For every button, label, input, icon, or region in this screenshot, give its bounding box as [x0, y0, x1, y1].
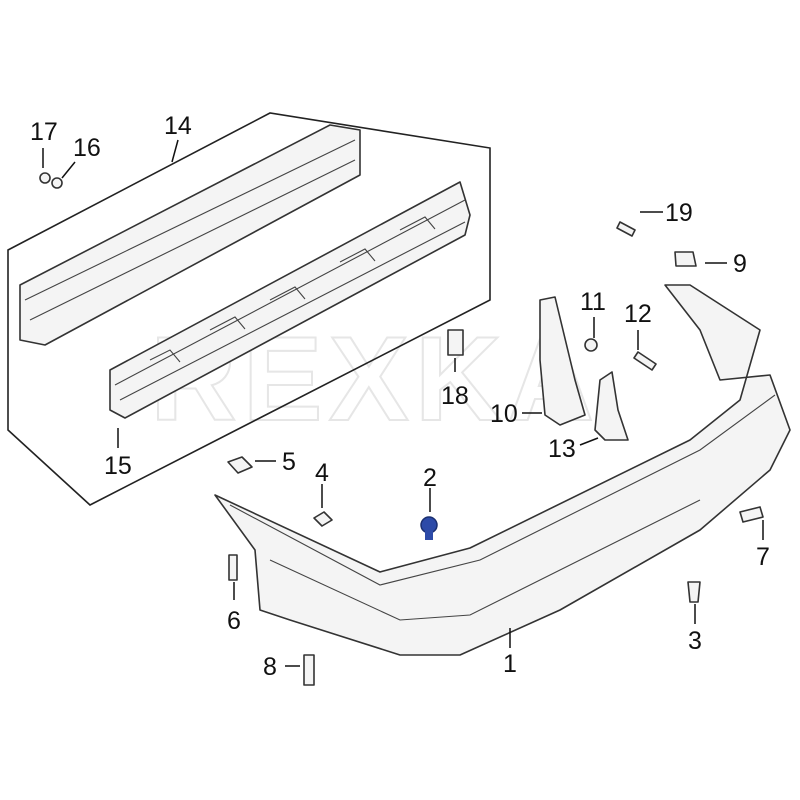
callout-4: 4 [315, 459, 329, 487]
part-8-screw [303, 654, 315, 686]
part-15-absorber [109, 181, 471, 419]
part-10-bracket [539, 296, 586, 426]
callout-11: 11 [580, 288, 606, 316]
part-16-clip [51, 177, 63, 189]
part-12-screw [633, 351, 657, 371]
callout-9: 9 [733, 250, 747, 278]
part-17-nut [39, 172, 51, 184]
part-19-screw [616, 221, 636, 237]
part-13-bracket [594, 371, 629, 441]
part-18-clip [447, 329, 464, 356]
subassembly-box [7, 112, 491, 506]
leader-lines [42, 139, 764, 667]
callout-12: 12 [624, 300, 652, 328]
callout-1: 1 [503, 650, 517, 678]
callout-8: 8 [263, 653, 277, 681]
part-9-clip [674, 251, 697, 267]
callout-13: 13 [548, 435, 576, 463]
part-11-nut [584, 338, 598, 352]
callout-2: 2 [423, 464, 437, 492]
callout-14: 14 [164, 112, 192, 140]
callout-17: 17 [30, 118, 58, 146]
callout-7: 7 [756, 543, 770, 571]
callout-10: 10 [490, 400, 518, 428]
callout-18: 18 [441, 382, 469, 410]
part-14-reinforcement [19, 124, 361, 346]
callout-3: 3 [688, 627, 702, 655]
part-3-clip [687, 581, 701, 603]
part-2-clip-highlighted [420, 516, 438, 540]
part-4-pad [313, 511, 333, 527]
part-5-nut [227, 456, 253, 474]
callouts: 17 16 14 19 9 11 12 18 10 13 15 5 4 2 7 … [30, 112, 770, 681]
part-1-bumper-cover [214, 284, 791, 656]
callout-6: 6 [227, 607, 241, 635]
part-6-screw [228, 554, 238, 581]
part-7-screw [739, 506, 764, 523]
callout-19: 19 [665, 199, 693, 227]
callout-15: 15 [104, 452, 132, 480]
callout-16: 16 [73, 134, 101, 162]
callout-5: 5 [282, 448, 296, 476]
